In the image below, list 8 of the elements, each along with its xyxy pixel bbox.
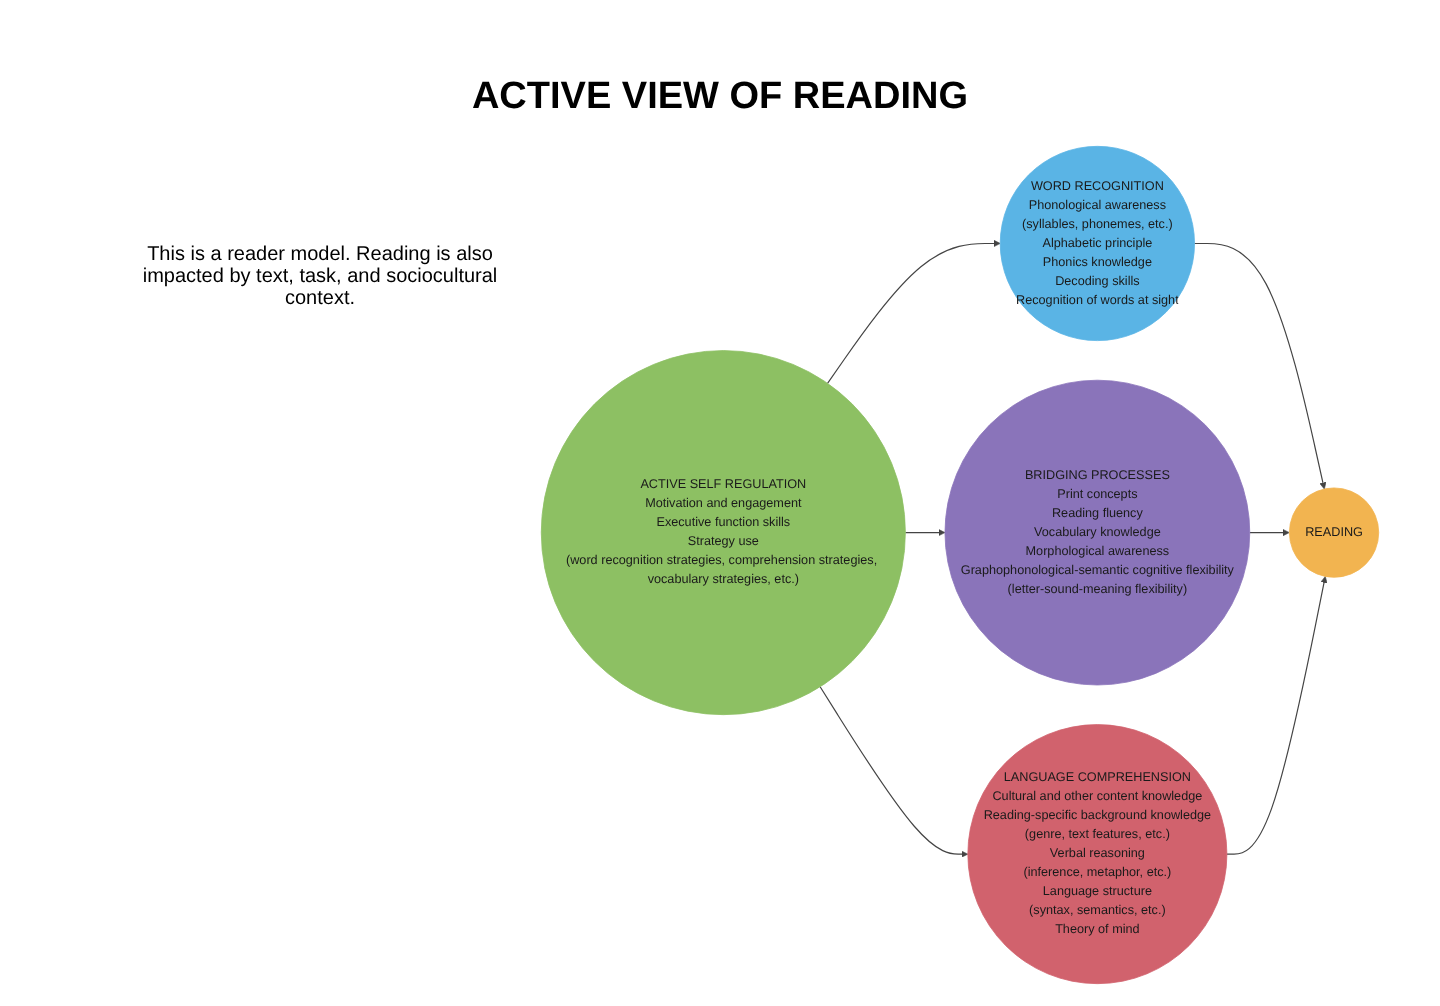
diagram-title: ACTIVE VIEW OF READING [469,76,971,120]
note-text: This is a reader model. Reading is also impacted by text, task, and sociocultural context. [140,244,500,310]
arrow [826,240,1001,384]
arrow [1249,529,1290,537]
arrow [1226,576,1328,855]
arrow [1193,242,1327,490]
arrow [819,686,969,858]
arrow [904,529,946,537]
